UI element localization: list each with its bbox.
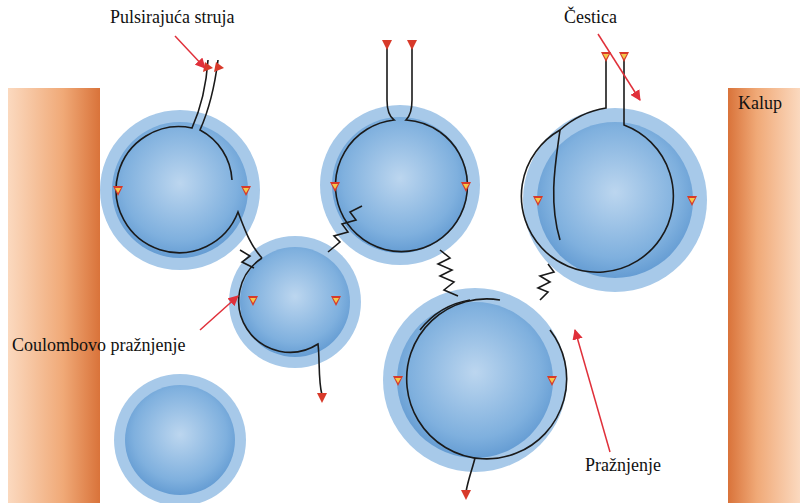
mold-left	[8, 88, 100, 503]
discharge-label: Coulombovo pražnjenje	[12, 336, 185, 356]
discharge-spark	[240, 206, 554, 300]
mold-right	[728, 88, 800, 503]
particles	[100, 105, 707, 503]
current-label: Pulsirajuća struja	[110, 8, 234, 28]
mold-label: Kalup	[738, 94, 782, 114]
current-arrowhead	[113, 40, 697, 500]
discharge-label: Pražnjenje	[585, 456, 661, 476]
leader-arrow	[175, 34, 640, 452]
current-path	[116, 40, 673, 492]
particle-label: Čestica	[564, 8, 617, 28]
